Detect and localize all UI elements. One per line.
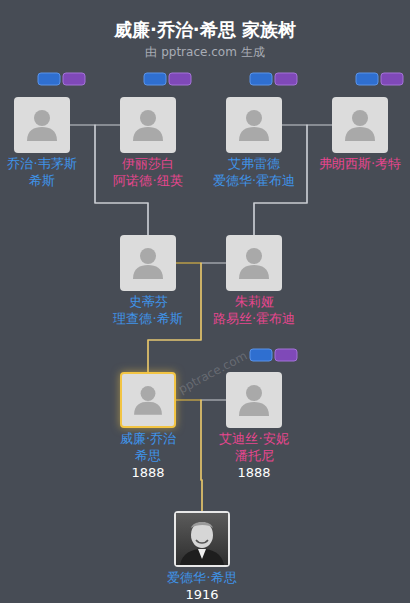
person-box: 伊丽莎白 阿诺德·纽英 xyxy=(120,97,176,153)
person-label: 艾迪丝·安妮 潘托尼1888 xyxy=(204,430,304,481)
person-label: 爱德华·希思1916 xyxy=(152,569,252,603)
person-name: 史蒂芬 理查德·希斯 xyxy=(98,293,198,327)
photo-person-box: 爱德华·希思1916 xyxy=(174,511,230,567)
avatar-silhouette xyxy=(120,97,176,153)
portrait-photo xyxy=(176,513,228,565)
pill-purple xyxy=(275,349,297,361)
person-label: 威廉·乔治 希思1888 xyxy=(98,430,198,481)
relation-pills xyxy=(38,73,403,361)
avatar-silhouette xyxy=(120,235,176,291)
person-box: 史蒂芬 理查德·希斯 xyxy=(120,235,176,291)
person-name: 朱莉娅 路易丝·霍布迪 xyxy=(204,293,304,327)
family-connector xyxy=(176,400,202,511)
pill-purple xyxy=(63,73,85,85)
diagram-title: 威廉·乔治·希思 家族树 xyxy=(0,18,410,42)
pill-purple xyxy=(275,73,297,85)
pill-blue xyxy=(250,73,272,85)
focus-person-box: 威廉·乔治 希思1888 xyxy=(120,372,176,428)
person-name: 弗朗西斯·考特 xyxy=(310,155,410,172)
avatar-silhouette xyxy=(226,97,282,153)
person-label: 朱莉娅 路易丝·霍布迪 xyxy=(204,293,304,327)
person-name: 艾迪丝·安妮 潘托尼 xyxy=(204,430,304,464)
pill-blue xyxy=(38,73,60,85)
birth-year: 1888 xyxy=(98,464,198,481)
person-box: 艾迪丝·安妮 潘托尼1888 xyxy=(226,372,282,428)
avatar-silhouette xyxy=(226,235,282,291)
person-label: 史蒂芬 理查德·希斯 xyxy=(98,293,198,327)
person-label: 艾弗雷德 爱德华·霍布迪 xyxy=(204,155,304,189)
person-box: 朱莉娅 路易丝·霍布迪 xyxy=(226,235,282,291)
pill-purple xyxy=(169,73,191,85)
birth-year: 1888 xyxy=(204,464,304,481)
person-label: 伊丽莎白 阿诺德·纽英 xyxy=(98,155,198,189)
family-connector xyxy=(201,400,226,511)
avatar-silhouette xyxy=(122,374,174,426)
person-name: 伊丽莎白 阿诺德·纽英 xyxy=(98,155,198,189)
person-label: 乔治·韦茅斯 希斯 xyxy=(0,155,92,189)
diagram-caption: 由 pptrace.com 生成 xyxy=(0,44,410,60)
person-label: 弗朗西斯·考特 xyxy=(310,155,410,172)
pill-blue xyxy=(144,73,166,85)
avatar-silhouette xyxy=(14,97,70,153)
pill-blue xyxy=(250,349,272,361)
person-name: 乔治·韦茅斯 希斯 xyxy=(0,155,92,189)
person-box: 乔治·韦茅斯 希斯 xyxy=(14,97,70,153)
person-box: 弗朗西斯·考特 xyxy=(332,97,388,153)
birth-year: 1916 xyxy=(152,586,252,603)
pill-blue xyxy=(356,73,378,85)
pill-purple xyxy=(381,73,403,85)
person-box: 艾弗雷德 爱德华·霍布迪 xyxy=(226,97,282,153)
avatar-silhouette xyxy=(226,372,282,428)
person-name: 威廉·乔治 希思 xyxy=(98,430,198,464)
person-name: 爱德华·希思 xyxy=(152,569,252,586)
person-name: 艾弗雷德 爱德华·霍布迪 xyxy=(204,155,304,189)
avatar-silhouette xyxy=(332,97,388,153)
